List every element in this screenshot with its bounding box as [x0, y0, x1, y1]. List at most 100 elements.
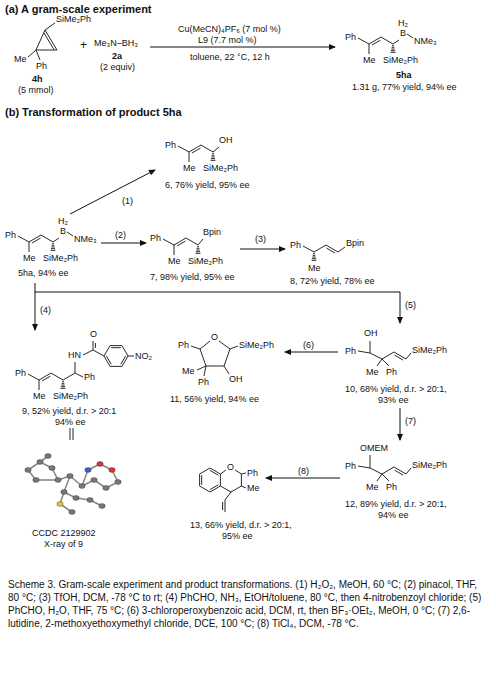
- ring-bond: [36, 50, 57, 51]
- bond-line: [63, 373, 75, 380]
- double-bond: [45, 30, 57, 50]
- atom-label: Ph: [345, 461, 356, 472]
- hashed-bond: [51, 247, 54, 248]
- yield-text: 94% ee: [378, 510, 409, 521]
- bond-line: [174, 245, 175, 255]
- bond-line: [406, 468, 411, 474]
- reaction-arrow: [35, 283, 36, 330]
- step-number: (8): [298, 466, 309, 477]
- compound-number: 4h: [32, 74, 43, 85]
- atom-label: Ph: [165, 140, 176, 151]
- bond-line: [241, 473, 246, 474]
- xray-atom: [57, 502, 63, 507]
- bond-line: [45, 23, 55, 30]
- atom-label: Ph: [150, 233, 161, 244]
- atom-label: SiMe₂Ph: [56, 14, 91, 25]
- hashed-bond: [51, 250, 56, 251]
- bond-line: [382, 352, 394, 359]
- reaction-arrow: [150, 47, 335, 48]
- bond-line: [241, 486, 246, 488]
- atom-label: Bpin: [346, 238, 364, 249]
- atom-label: SiMe₂Ph: [188, 256, 223, 267]
- bond-line: [29, 242, 30, 252]
- bond-line: [128, 356, 134, 357]
- ring-bond: [110, 366, 122, 367]
- atom-label: Ph: [15, 368, 26, 379]
- yield-text: 95% ee: [222, 531, 253, 542]
- atom-label: Me: [366, 482, 379, 493]
- atom-label: Me: [363, 55, 376, 66]
- plus-sign: +: [80, 38, 87, 52]
- bond-line: [224, 366, 229, 374]
- yield-text: 5ha, 94% ee: [18, 268, 69, 279]
- bond-line: [382, 467, 394, 474]
- hashed-bond: [391, 49, 394, 50]
- hashed-bond: [391, 52, 396, 53]
- hashed-bond: [62, 381, 64, 382]
- double-bond: [395, 355, 404, 360]
- atom-label: Bpin: [203, 227, 221, 238]
- atom-label: Ph: [386, 367, 397, 378]
- atom-label: Ph: [198, 377, 209, 388]
- double-bond: [44, 33, 54, 50]
- atom-label: OH: [364, 328, 378, 339]
- hashed-bond: [392, 45, 394, 46]
- bond-line: [197, 366, 206, 370]
- bond-line: [382, 359, 389, 366]
- double-bond: [95, 343, 96, 348]
- yield-text: 1.31 g, 77% yield, 94% ee: [352, 82, 457, 93]
- step-number: (6): [303, 340, 314, 351]
- atom-label: Ph: [345, 346, 356, 357]
- ring-bond: [241, 474, 242, 486]
- ring-bond: [220, 474, 221, 486]
- atom-label: SiMe₂Ph: [53, 391, 88, 402]
- ring-bond: [235, 470, 241, 474]
- xray-atom: [91, 478, 97, 483]
- bond-line: [219, 341, 230, 349]
- hashed-bond: [312, 258, 316, 259]
- bond-line: [204, 366, 206, 376]
- bond-line: [83, 350, 93, 355]
- atom-label: SiMe₂Ph: [412, 345, 447, 356]
- yield-text: 7, 98% yield, 95% ee: [150, 272, 235, 283]
- compound-number: 2a: [112, 51, 122, 62]
- atom-label: Me₃N–BH₃: [94, 38, 138, 49]
- atom-label: OMEM: [360, 443, 388, 454]
- bond-line: [198, 239, 203, 245]
- ring-bond: [106, 356, 111, 364]
- hashed-bond: [196, 253, 201, 254]
- atom-label: Me: [33, 391, 46, 402]
- ring-bond: [201, 475, 202, 485]
- yield-text: 93% ee: [378, 395, 409, 406]
- hashed-bond: [211, 158, 215, 159]
- hashed-bond: [197, 248, 200, 249]
- atom-label: Me: [366, 367, 379, 378]
- bond-line: [393, 40, 399, 44]
- step-number: (1): [122, 196, 133, 207]
- hashed-bond: [52, 243, 54, 244]
- bond-line: [41, 235, 53, 242]
- atom-label: SiMe₂Ph: [412, 460, 447, 471]
- hashed-bond: [212, 153, 214, 154]
- bond-line: [381, 37, 393, 44]
- bond-line: [178, 146, 189, 152]
- bond-line: [67, 232, 73, 236]
- bond-line: [406, 353, 411, 359]
- bond-line: [28, 50, 36, 57]
- atom-label: (2 equiv): [100, 62, 135, 73]
- reaction-arrow: [400, 408, 401, 440]
- atom-label: Me: [23, 253, 36, 264]
- reaction-arrow: [70, 170, 155, 214]
- yield-text: 6, 76% yield, 95% ee: [165, 180, 250, 191]
- bond-line: [370, 468, 382, 474]
- bond-line: [369, 44, 370, 54]
- bond-line: [53, 238, 59, 242]
- hashed-bond: [313, 255, 316, 256]
- xray-atom: [33, 478, 39, 483]
- double-bond: [222, 502, 223, 510]
- hashed-bond: [312, 257, 315, 258]
- condition-text: L9 (7.7 mol %): [198, 35, 257, 46]
- atom-label: SiMe₂Ph: [383, 55, 418, 66]
- xray-atom: [73, 496, 79, 501]
